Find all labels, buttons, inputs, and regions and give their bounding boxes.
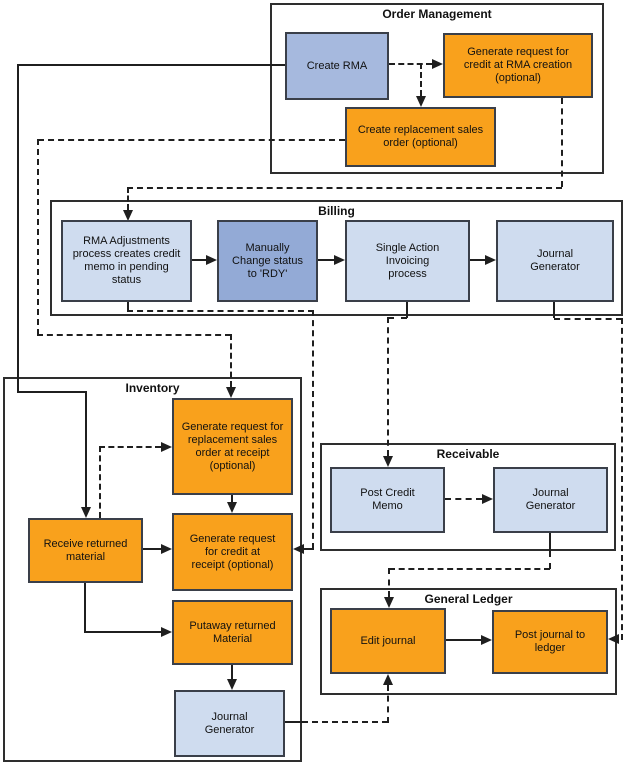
node-manually-change-status: Manually Change status to 'RDY' [217, 220, 318, 302]
connector-segment-dashed [388, 568, 390, 597]
container-billing: Billing [50, 200, 623, 316]
connector-segment-dashed [387, 317, 389, 456]
connector-segment [17, 64, 285, 66]
connector-segment-dashed [127, 187, 129, 210]
node-rma-adjustments-process: RMA Adjustments process creates credit m… [61, 220, 192, 302]
arrowhead [81, 507, 91, 518]
arrowhead [206, 255, 217, 265]
connector-segment [84, 583, 86, 633]
arrowhead [416, 96, 426, 107]
connector-segment [127, 302, 129, 312]
node-billing-journal-generator: Journal Generator [496, 220, 614, 302]
connector-segment-dashed [38, 139, 345, 141]
connector-segment-dashed [37, 334, 231, 336]
connector-segment-dashed [445, 498, 482, 500]
connector-segment [231, 495, 233, 504]
arrowhead [384, 597, 394, 608]
arrowhead [485, 255, 496, 265]
arrowhead [293, 544, 304, 554]
arrowhead [383, 456, 393, 467]
connector-segment-dashed [387, 685, 389, 723]
arrowhead [608, 634, 619, 644]
node-post-credit-memo: Post Credit Memo [330, 467, 445, 533]
container-order-management: Order Management [270, 3, 604, 174]
connector-segment [17, 64, 19, 393]
connector-segment [406, 302, 408, 318]
arrowhead [383, 674, 393, 685]
connector-segment [192, 259, 208, 261]
connector-segment-dashed [230, 334, 232, 387]
connector-segment-dashed [389, 63, 432, 65]
container-inventory: Inventory [3, 377, 302, 762]
connector-segment-dashed [127, 310, 314, 312]
connector-segment-dashed [621, 318, 623, 640]
node-create-rma: Create RMA [285, 32, 389, 100]
connector-segment-dashed [388, 317, 407, 319]
connector-segment-dashed [554, 318, 622, 320]
node-generate-credit-rma-creation: Generate request for credit at RMA creat… [443, 33, 593, 98]
connector-segment [549, 533, 551, 551]
connector-segment [17, 391, 87, 393]
container-title: Receivable [436, 447, 500, 461]
arrowhead [161, 627, 172, 637]
node-generate-replacement-at-receipt: Generate request for replacement sales o… [172, 398, 293, 495]
node-generate-credit-at-receipt: Generate request for credit at receipt (… [172, 513, 293, 591]
arrowhead [227, 679, 237, 690]
node-post-journal-to-ledger: Post journal to ledger [492, 610, 608, 674]
connector-segment-dashed [312, 310, 314, 549]
connector-segment-dashed [127, 187, 562, 189]
arrowhead [161, 442, 172, 452]
connector-segment-dashed [37, 139, 39, 335]
connector-segment [285, 721, 302, 723]
connector-segment-dashed [389, 568, 550, 570]
arrowhead [226, 387, 236, 398]
connector-segment [446, 639, 483, 641]
connector-segment [231, 665, 233, 681]
arrowhead [432, 59, 443, 69]
container-title: Order Management [382, 7, 492, 21]
connector-segment-dashed [420, 63, 422, 96]
container-title: Inventory [125, 381, 180, 395]
node-putaway-returned-material: Putaway returned Material [172, 600, 293, 665]
arrowhead [123, 210, 133, 221]
connector-segment-dashed [99, 446, 101, 518]
container-receivable: Receivable [320, 443, 616, 551]
node-receive-returned-material: Receive returned material [28, 518, 143, 583]
node-edit-journal: Edit journal [330, 608, 446, 674]
node-receivable-journal-generator: Journal Generator [493, 467, 608, 533]
node-single-action-invoicing: Single Action Invoicing process [345, 220, 470, 302]
connector-segment [84, 631, 163, 633]
node-create-replacement-sales-order: Create replacement sales order (optional… [345, 107, 496, 167]
arrowhead [482, 494, 493, 504]
connector-segment [318, 259, 336, 261]
arrowhead [161, 544, 172, 554]
connector-segment-dashed [99, 446, 161, 448]
node-inventory-journal-generator: Journal Generator [174, 690, 285, 757]
connector-segment [143, 548, 163, 550]
container-title: Billing [318, 204, 355, 218]
connector-segment [85, 391, 87, 509]
connector-segment [470, 259, 487, 261]
connector-segment [553, 302, 555, 318]
connector-segment-dashed [302, 721, 388, 723]
arrowhead [227, 502, 237, 513]
connector-segment-dashed [561, 98, 563, 187]
arrowhead [481, 635, 492, 645]
connector-segment-dashed [549, 551, 551, 569]
connector-segment [303, 548, 314, 550]
arrowhead [334, 255, 345, 265]
container-title: General Ledger [424, 592, 513, 606]
